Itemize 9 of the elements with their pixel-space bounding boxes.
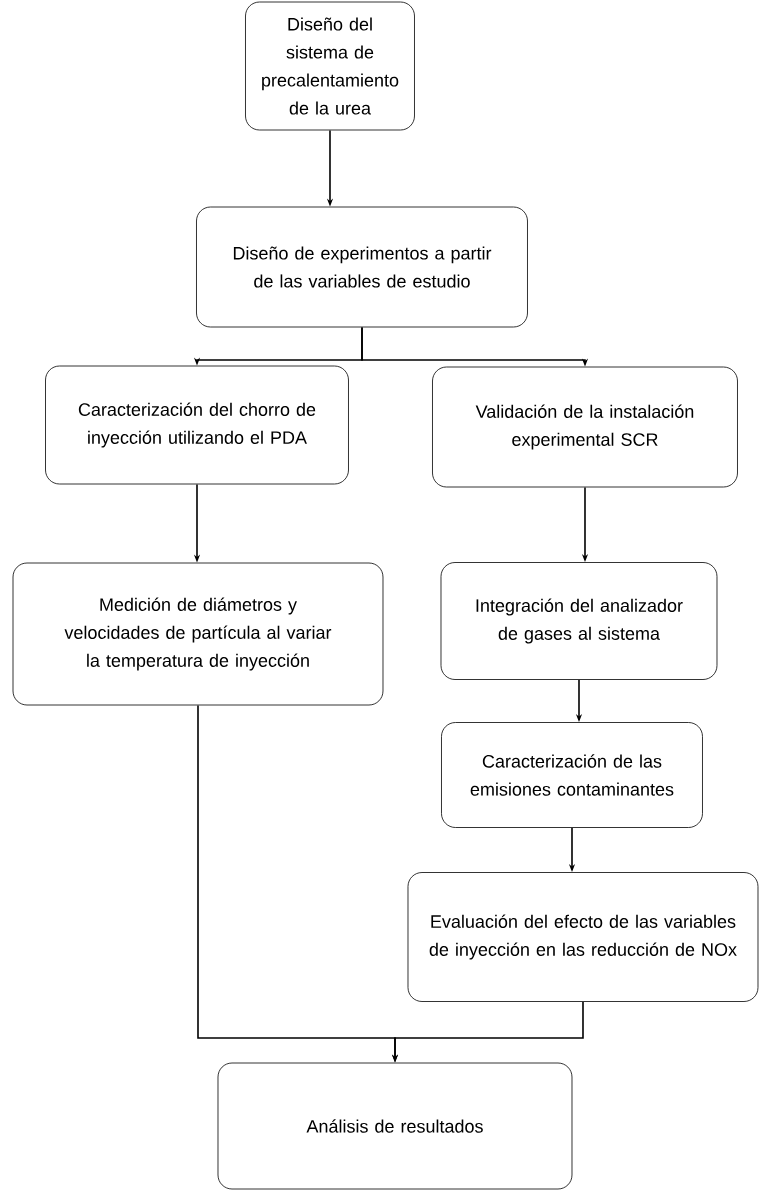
process-box: Análisis de resultados (217, 1062, 573, 1190)
process-box: Evaluación del efecto de las variables de inyección en las reducción de NOx (407, 872, 759, 1002)
process-box: Diseño de experimentos a partir de las variables de estudio (196, 206, 528, 328)
process-box: Medición de diámetros y velocidades de partícula al variar la temperatura de inyección (12, 562, 384, 706)
process-box: Diseño del sistema de precalentamiento de la urea (245, 1, 415, 131)
process-box: Validación de la instalación experimental SCR (432, 366, 738, 488)
process-box: Caracterización del chorro de inyección utilizando el PDA (45, 365, 349, 485)
process-box: Integración del analizador de gases al sistema (440, 562, 718, 680)
process-box: Caracterización de las emisiones contaminantes (441, 722, 703, 828)
